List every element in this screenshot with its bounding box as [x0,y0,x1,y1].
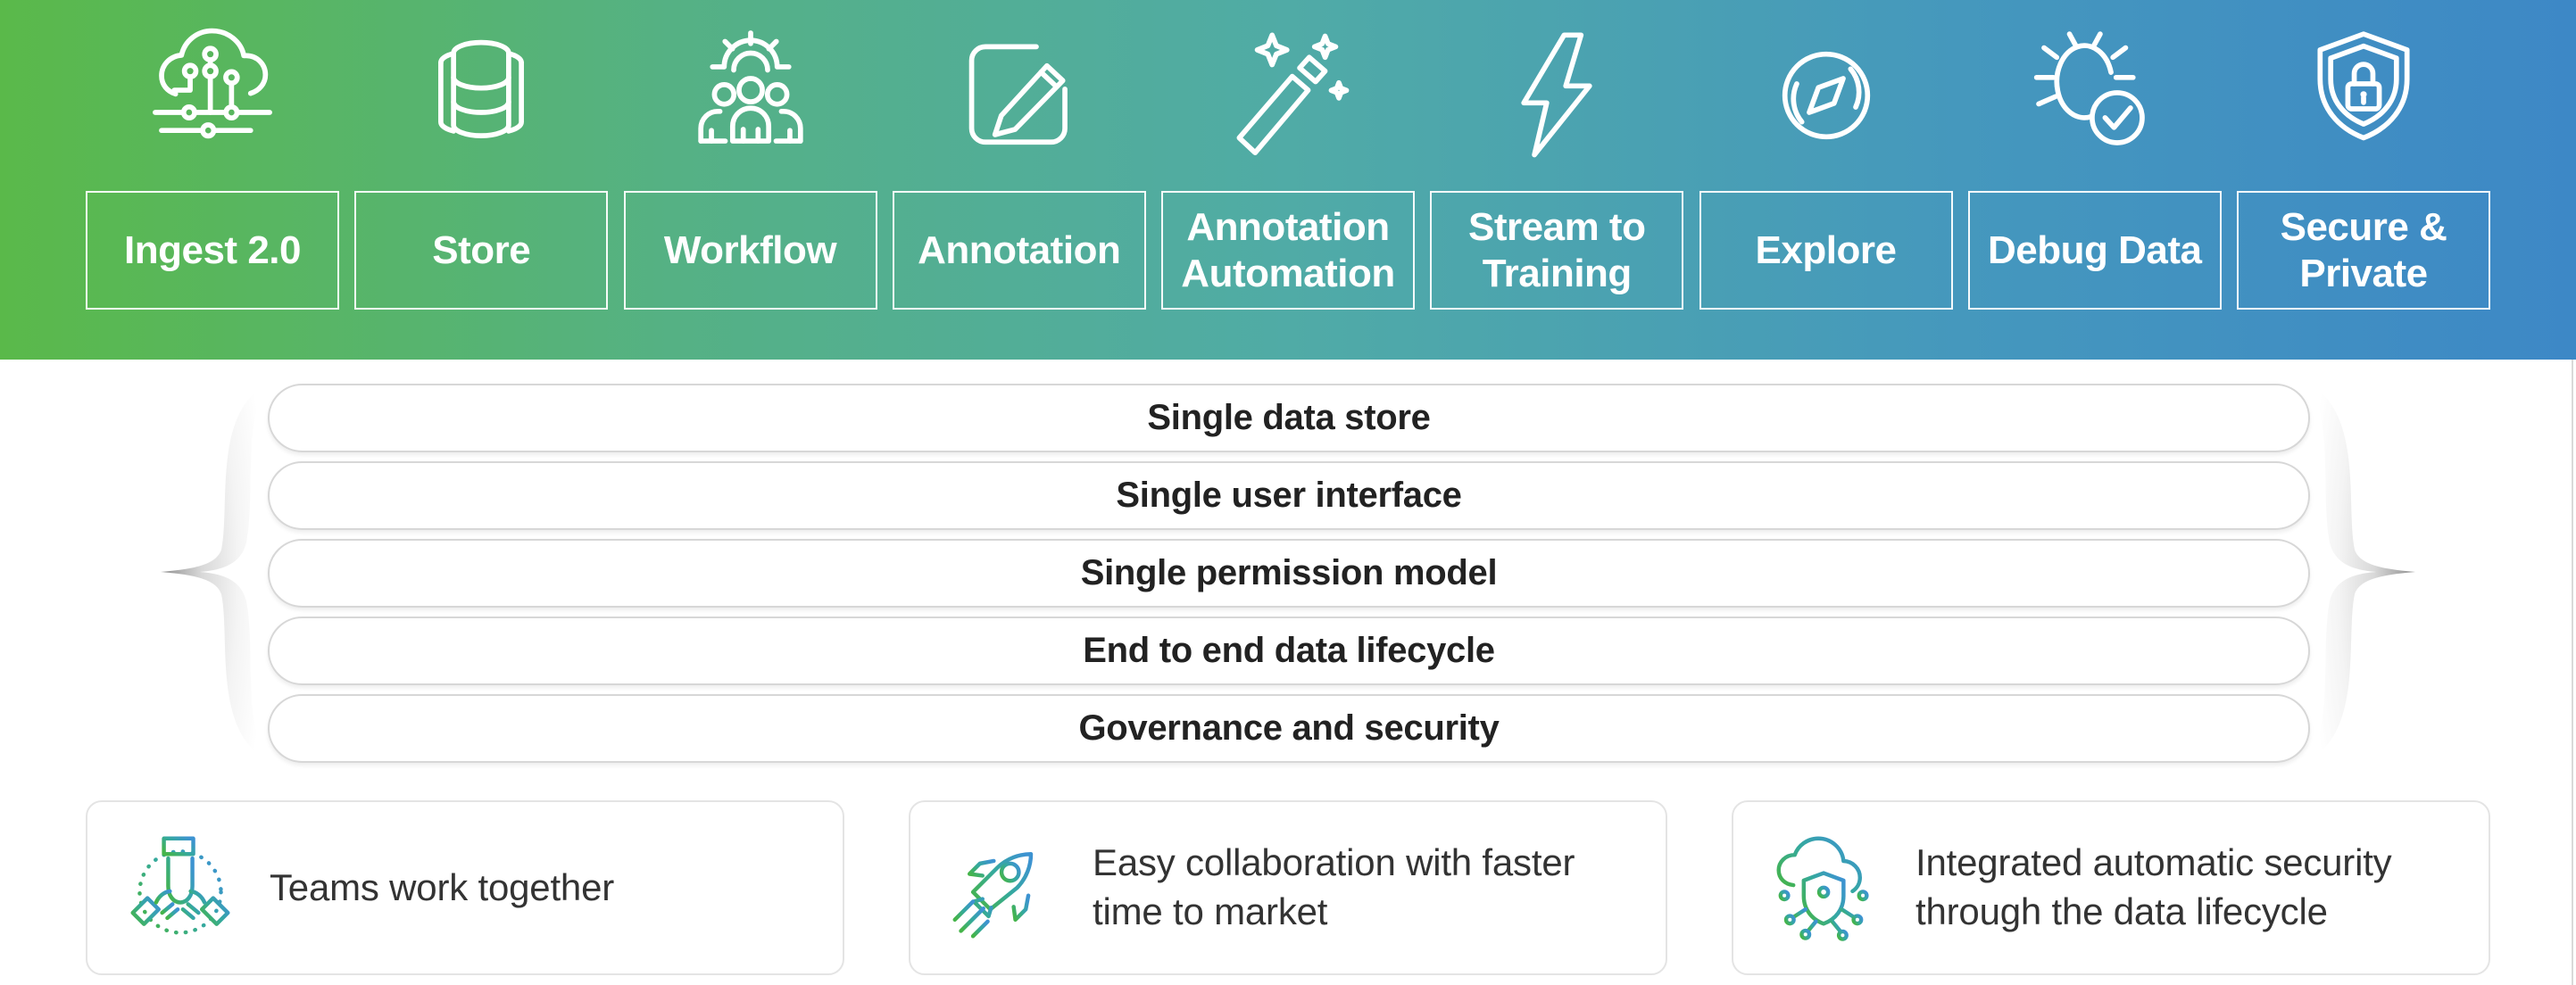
feature-label-annotation: Annotation [892,191,1146,310]
benefit-pill-data-store: Single data store [268,384,2310,452]
pill-text: End to end data lifecycle [1083,631,1495,670]
compass-icon [1758,0,1894,191]
pill-text: Single user interface [1116,476,1462,515]
gear-people-icon [683,0,819,191]
feature-item-explore: Explore [1699,0,1953,360]
feature-label-text: Ingest 2.0 [124,228,301,272]
database-icon [413,0,549,191]
feature-label-text: Stream to Training [1468,204,1646,295]
feature-label-store: Store [354,191,609,310]
feature-item-workflow: Workflow [623,0,877,360]
cloud-security-icon [1776,836,1869,941]
pill-text: Single data store [1147,398,1431,437]
lightning-icon [1489,0,1625,191]
feature-item-secure: Secure & Private [2237,0,2490,360]
right-brace [2308,384,2415,760]
feature-label-text: Store [432,228,531,272]
card-collaboration: Easy collaboration with faster time to m… [909,800,1667,975]
teamwork-hands-icon [130,836,230,935]
shield-lock-icon [2296,0,2431,191]
feature-label-text: Secure & Private [2280,204,2447,295]
card-text: Easy collaboration with faster time to m… [1093,841,1575,932]
pill-text: Single permission model [1080,553,1498,592]
feature-label-secure: Secure & Private [2237,191,2490,310]
benefit-pill-user-interface: Single user interface [268,461,2310,530]
highlight-cards: Teams work together Easy collaboration w… [0,785,2576,975]
feature-label-text: Explore [1755,228,1897,272]
feature-label-ingest: Ingest 2.0 [86,191,339,310]
feature-item-annotation-automation: Annotation Automation [1161,0,1415,360]
feature-label-workflow: Workflow [623,191,877,310]
feature-item-stream: Stream to Training [1430,0,1684,360]
card-text: Integrated automatic security through th… [1915,841,2392,932]
rocket-icon [952,851,1034,939]
feature-item-debug: Debug Data [1967,0,2222,360]
feature-label-annotation-automation: Annotation Automation [1161,191,1415,310]
feature-item-annotation: Annotation [892,0,1146,360]
feature-item-ingest: Ingest 2.0 [86,0,339,360]
benefits-section: Single data store Single user interface … [0,360,2576,785]
cloud-circuit-icon [145,0,280,191]
feature-label-text: Annotation [918,228,1121,272]
benefit-pill-permission-model: Single permission model [268,539,2310,608]
feature-label-text: Annotation Automation [1181,204,1395,295]
card-text: Teams work together [270,865,615,908]
feature-label-stream: Stream to Training [1430,191,1684,310]
magic-wand-icon [1220,0,1356,191]
benefit-pill-lifecycle: End to end data lifecycle [268,617,2310,685]
pill-text: Governance and security [1078,708,1500,748]
benefit-pills: Single data store Single user interface … [268,384,2310,763]
card-teams: Teams work together [86,800,844,975]
page-right-border [2572,360,2573,985]
feature-label-text: Workflow [663,228,837,272]
feature-label-explore: Explore [1699,191,1953,310]
bug-check-icon [2027,0,2163,191]
edit-icon [951,0,1087,191]
feature-item-store: Store [354,0,609,360]
feature-label-text: Debug Data [1988,228,2202,272]
benefit-pill-governance: Governance and security [268,694,2310,763]
feature-banner: Ingest 2.0 Store [0,0,2576,360]
left-brace [161,384,268,760]
feature-label-debug: Debug Data [1967,191,2222,310]
card-security: Integrated automatic security through th… [1732,800,2490,975]
